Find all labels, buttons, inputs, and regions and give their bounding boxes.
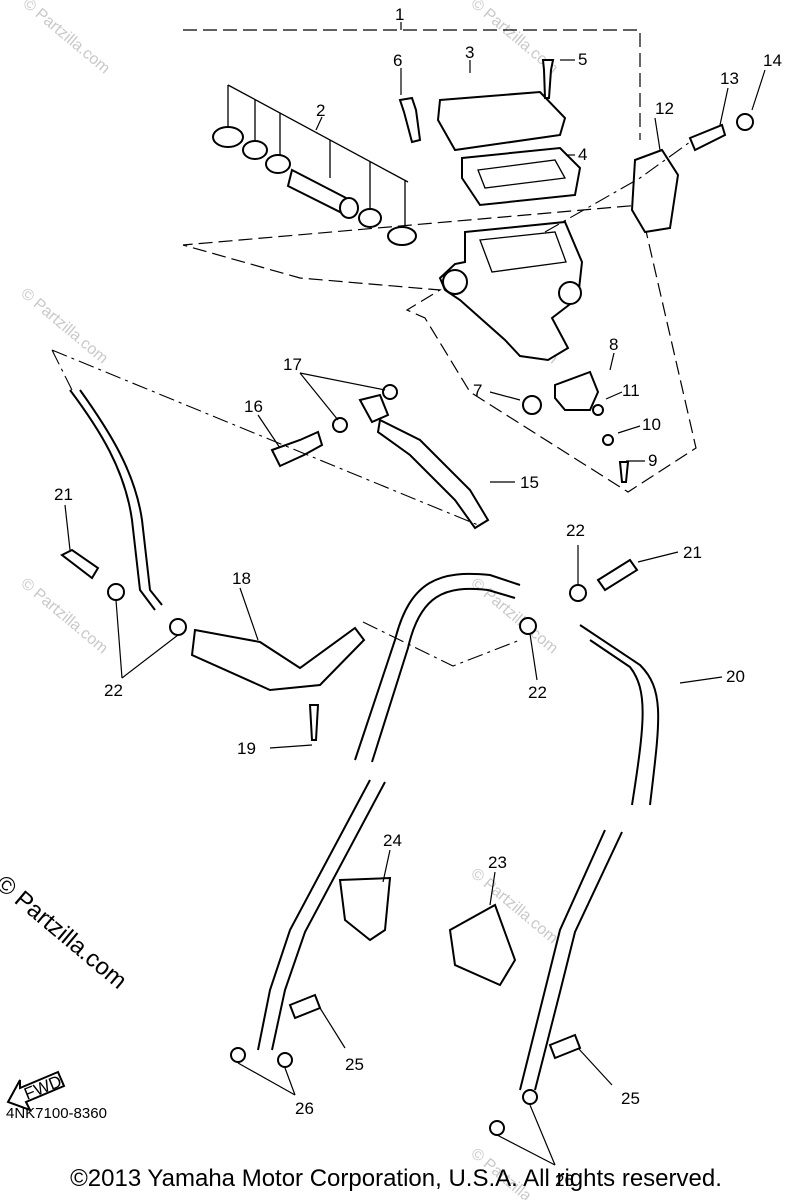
- clamp-part-24: [338, 876, 392, 942]
- gasket-26c: [489, 1120, 505, 1136]
- callout-19: 19: [237, 739, 256, 758]
- callout-14: 14: [763, 51, 782, 70]
- copyright-notice: ©2013 Yamaha Motor Corporation, U.S.A. A…: [70, 1165, 722, 1192]
- callout-7: 7: [473, 381, 482, 400]
- callout-6: 6: [393, 51, 402, 70]
- clamp-part-23: [448, 903, 517, 987]
- callout-24: 24: [383, 831, 402, 850]
- callout-21-right: 21: [683, 543, 702, 562]
- catalog-code: 4NK7100-8360: [6, 1105, 107, 1122]
- bolt-part-21-right: [596, 558, 639, 592]
- callout-10: 10: [642, 415, 661, 434]
- callout-1: 1: [395, 5, 404, 24]
- gasket-26b: [277, 1052, 293, 1068]
- callout-22-right: 22: [528, 683, 547, 702]
- gasket-22a: [107, 583, 125, 601]
- bleeder-part-6: [398, 96, 422, 144]
- callout-4: 4: [578, 145, 587, 164]
- callout-16: 16: [244, 397, 263, 416]
- callout-8: 8: [609, 335, 618, 354]
- bolt-part-21-left: [60, 548, 100, 580]
- brake-hose-lower-right: [519, 829, 623, 1091]
- gasket-26d: [522, 1089, 538, 1105]
- callout-25-right: 25: [621, 1089, 640, 1108]
- connection-lines: [51, 349, 521, 667]
- brake-hose-upper-left: [69, 389, 163, 611]
- callout-9: 9: [648, 451, 657, 470]
- fwd-label: FWD: [21, 1072, 64, 1104]
- callout-2: 2: [316, 101, 325, 120]
- gasket-22c: [569, 584, 587, 602]
- brake-hose-part-20: [354, 572, 660, 806]
- union-bolt-and-hose-parts-15-17: [270, 384, 490, 530]
- callout-17: 17: [283, 355, 302, 374]
- watermark-1: © Partzilla.com: [19, 0, 113, 77]
- piston-kit-part-2: [212, 84, 417, 246]
- brake-hose-lower-left: [257, 779, 386, 1051]
- bolt-part-25-right: [548, 1033, 582, 1060]
- brake-joint-part-18: [190, 626, 366, 692]
- gasket-26a: [230, 1047, 246, 1063]
- gasket-22d: [519, 617, 537, 635]
- callout-26-left: 26: [295, 1099, 314, 1118]
- callout-22-left: 22: [104, 681, 123, 700]
- master-cylinder-body: [438, 220, 584, 362]
- gasket-22b: [169, 618, 187, 636]
- callout-21-left: 21: [54, 485, 73, 504]
- leader-lines: [64, 22, 766, 1166]
- callout-18: 18: [232, 569, 251, 588]
- callout-23: 23: [488, 853, 507, 872]
- callout-5: 5: [578, 50, 587, 69]
- assembly-outline-1: [182, 29, 697, 493]
- watermark-5: © Partzilla.com: [17, 575, 111, 657]
- callout-13: 13: [720, 69, 739, 88]
- switch-and-screws-parts-7-11: [522, 370, 630, 483]
- callout-22-top: 22: [566, 521, 585, 540]
- bolt-part-25-left: [288, 993, 322, 1020]
- callouts: 1 2 3 4 5 6 7 8 9 10 11 12 13 14 15 16 1…: [54, 5, 782, 1190]
- callout-12: 12: [655, 99, 674, 118]
- callout-3: 3: [465, 43, 474, 62]
- callout-25-left: 25: [345, 1055, 364, 1074]
- holder-bolt-nut-parts-12-14: [544, 113, 754, 234]
- callout-20: 20: [726, 667, 745, 686]
- bolt-part-19: [308, 704, 320, 741]
- reservoir-cap-parts-3-4-5: [436, 59, 582, 207]
- callout-15: 15: [520, 473, 539, 492]
- watermark-6: © Partzilla.com: [467, 575, 561, 657]
- callout-26-right: 26: [555, 1171, 574, 1190]
- callout-11: 11: [622, 381, 640, 400]
